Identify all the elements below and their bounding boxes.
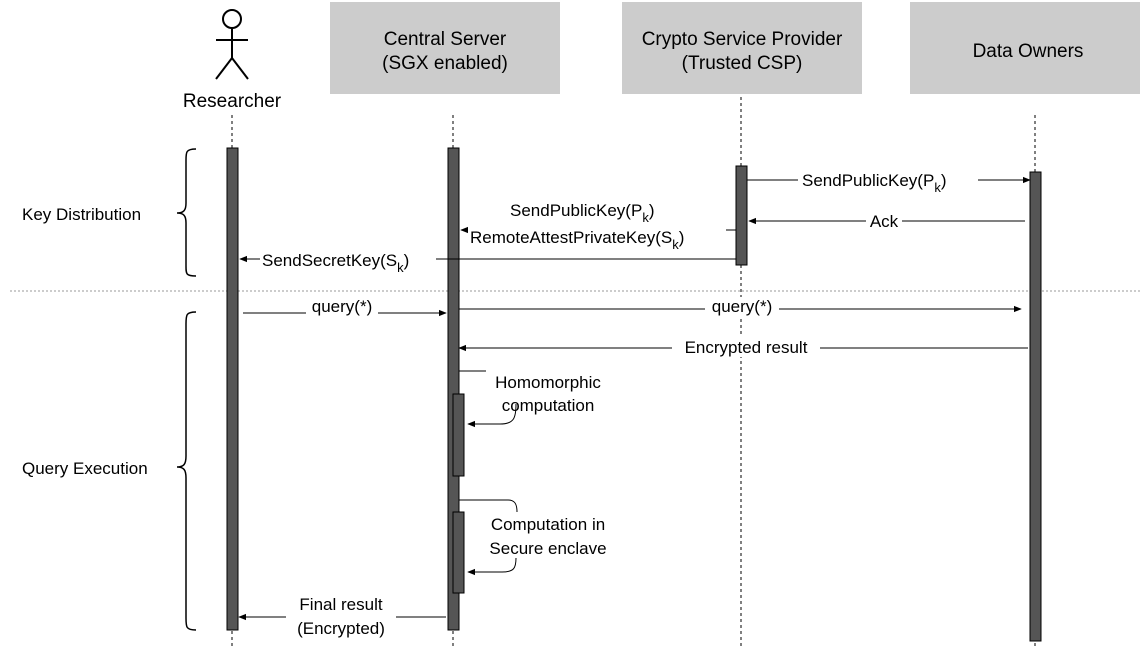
self-call-homomorphic-line2: computation (502, 396, 595, 415)
arrow-self-homomorphic-return (467, 403, 517, 428)
self-call-enclave-line1: Computation in (491, 515, 605, 534)
self-call-enclave-line2: Secure enclave (489, 539, 606, 558)
activation-csp (735, 165, 748, 266)
msg-send-public-key-cs: SendPublicKey(Pk) (510, 201, 654, 225)
msg-send-public-key-do: SendPublicKey(Pk) (802, 171, 946, 195)
participant-label-data-owners: Data Owners (973, 41, 1084, 62)
activation-homomorphic (452, 393, 465, 477)
self-call-homomorphic-line1: Homomorphic (495, 373, 601, 392)
activation-bars (226, 147, 1042, 642)
header-box (622, 2, 862, 94)
participant-csp: Crypto Service Provider (Trusted CSP) (622, 2, 862, 94)
activation-central-server (447, 147, 460, 631)
msg-query-cs-do: query(*) (712, 297, 772, 316)
msg-encrypted-result: Encrypted result (685, 338, 808, 357)
msg-final-result-line1: Final result (299, 595, 382, 614)
participant-label-csp: Crypto Service Provider (642, 29, 843, 50)
phase-label-query-execution: Query Execution (22, 459, 148, 478)
header-box (910, 2, 1140, 94)
participant-sublabel-central-server: (SGX enabled) (382, 53, 508, 74)
msg-remote-attest: RemoteAttestPrivateKey(Sk) (470, 228, 684, 252)
participant-label-researcher: Researcher (183, 91, 282, 112)
participant-sublabel-csp: (Trusted CSP) (682, 53, 803, 74)
arrow-self-enclave-return (467, 557, 517, 576)
brace-query-execution (176, 311, 197, 631)
header-box (330, 2, 560, 94)
msg-send-secret-key: SendSecretKey(Sk) (262, 251, 409, 275)
participant-central-server: Central Server (SGX enabled) (330, 2, 560, 94)
msg-query-researcher-cs: query(*) (312, 297, 372, 316)
msg-ack: Ack (870, 212, 899, 231)
participant-label-central-server: Central Server (384, 29, 507, 50)
phase-label-key-distribution: Key Distribution (22, 205, 141, 224)
activation-researcher (226, 147, 239, 631)
participant-data-owners: Data Owners (910, 2, 1140, 94)
activation-data-owners (1029, 171, 1042, 642)
brace-key-distribution (176, 148, 197, 277)
arrow-self-enclave (459, 499, 518, 513)
stick-figure-icon (215, 9, 249, 80)
activation-secure-enclave (452, 511, 465, 594)
participant-researcher: Researcher (183, 9, 282, 112)
msg-final-result-line2: (Encrypted) (297, 619, 385, 638)
